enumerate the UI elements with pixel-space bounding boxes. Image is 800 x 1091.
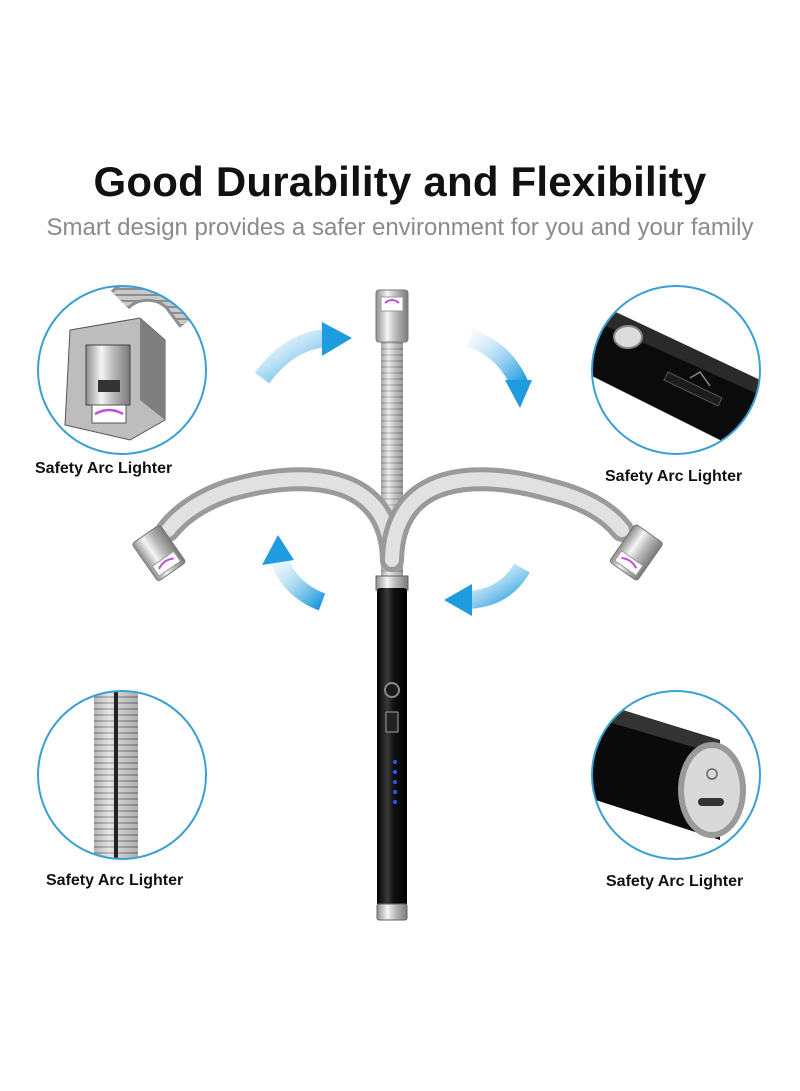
detail-circle-head xyxy=(37,285,207,455)
arc-lighter-icon xyxy=(132,289,663,921)
callout-label: Safety Arc Lighter xyxy=(606,873,744,890)
page-title: Good Durability and Flexibility xyxy=(93,158,707,205)
callout-label: Safety Arc Lighter xyxy=(35,460,173,477)
detail-circle-button xyxy=(591,285,761,455)
detail-circle-charging-port xyxy=(591,690,761,860)
page-subtitle: Smart design provides a safer environmen… xyxy=(46,214,754,241)
callout-label: Safety Arc Lighter xyxy=(46,872,184,889)
rotate-arrow-icon xyxy=(254,322,352,384)
callout-label: Safety Arc Lighter xyxy=(605,468,743,485)
rotate-arrow-icon xyxy=(262,535,326,611)
rotate-arrow-icon xyxy=(466,329,532,408)
rotate-arrow-icon xyxy=(444,563,530,616)
gooseneck-icon xyxy=(37,690,207,860)
